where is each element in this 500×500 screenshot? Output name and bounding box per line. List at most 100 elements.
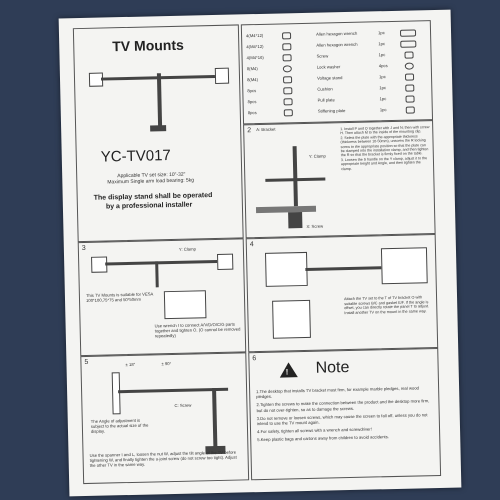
part-right-label: Lock washer (316, 64, 341, 70)
screw-icon (282, 43, 292, 51)
vesa-plate-detail (272, 299, 311, 339)
parts-list-panel: 4(M4*12) Allen hexagon wrench 1pc 4(M4*1… (240, 20, 434, 125)
angle-tilt: ± 18° (125, 361, 136, 368)
part-right-qty: 1pc (378, 74, 386, 80)
stand-icon (404, 73, 415, 81)
step-3-panel: 3 Y: Clamp This TV Mounts is suitable fo… (77, 238, 247, 357)
clamp (288, 212, 303, 229)
washer-icon (404, 62, 414, 70)
model-number: YC-TV017 (100, 147, 171, 166)
step-number: 3 (81, 244, 86, 253)
vesa-plate-right (217, 253, 234, 270)
part-left-label: 8pcs (247, 99, 257, 105)
step-5-panel: 5 ± 18° ± 90° C: Screw The Angle of adju… (80, 352, 250, 485)
part-left-label: 4(M4*16) (246, 54, 264, 61)
step-number: 4 (249, 241, 254, 249)
screw-icon (282, 54, 292, 62)
tilt-illustration (111, 365, 244, 458)
pole (292, 146, 298, 207)
part-right-label: Allen hexagon wrench (316, 41, 358, 48)
tv-screen-left (264, 251, 308, 287)
note-heading: Note (315, 359, 350, 377)
step-4-panel: 4 Attach the TV set to the T of TV brack… (245, 234, 439, 353)
parts-rows: 4(M4*12) Allen hexagon wrench 1pc 4(M4*1… (246, 27, 430, 119)
angle-swivel: ± 90° (161, 361, 172, 367)
note-item: 1.The desktop that installs TV bracket m… (256, 385, 420, 400)
tv-side (111, 372, 121, 415)
spacer-icon (283, 98, 293, 106)
step-2-text: 1. Install P and Q together with J and N… (340, 125, 430, 171)
warning-triangle-inner: ! (285, 367, 289, 377)
label-bracket: A: Bracket (256, 126, 276, 133)
part-right-qty: 1pc (379, 96, 387, 102)
clamp-illustration (254, 137, 336, 235)
part-left-label: 4(M4*12) (246, 43, 264, 50)
warning-triangle-icon (279, 362, 298, 378)
joint-detail (163, 290, 207, 320)
page-title: TV Mounts (112, 36, 184, 55)
step-5-adjust-text: Use the spanner I and L, loosen the nut … (89, 449, 237, 469)
step-4-text: Attach the TV set to the T of TV bracket… (344, 295, 430, 315)
step-number: 2 (247, 127, 252, 135)
note-item: 5.Keep plastic bags and cartons away fro… (257, 434, 390, 443)
note-item: 2.Tighten the screws to make the connect… (256, 398, 430, 413)
pole (156, 73, 163, 128)
arm (105, 259, 218, 266)
tv-screen-right (380, 247, 428, 285)
wrench-icon (400, 40, 417, 48)
screw-icon (404, 51, 414, 59)
part-right-label: Stiffening plate (317, 108, 346, 114)
part-right-qty: 1pc (378, 41, 386, 47)
step-3-wrench-text: Use wrench I to connect A/V/D/O/C/G part… (154, 321, 241, 339)
washer-icon (282, 65, 292, 73)
pole (155, 261, 159, 288)
screw-icon (282, 32, 292, 40)
warning-line-2: by a professional installer (105, 201, 193, 211)
spec-load: Maximum Single arm load bearing: 5kg (107, 177, 195, 186)
part-left-label: 8pcs (247, 88, 257, 94)
wrench-icon (399, 29, 417, 37)
part-right-label: Screw (316, 53, 329, 59)
step-3-vesa-text: This TV Mounts is suitable for VESA 100*… (85, 291, 154, 304)
label-clamp: Y: Clamp (308, 153, 326, 159)
part-left-label: 8pcs (247, 110, 257, 116)
step-6-panel: 6 ! Note 1.The desktop that installs TV … (248, 347, 442, 481)
plate-icon (405, 95, 415, 103)
part-right-label: Pull plate (317, 97, 335, 103)
step-2-panel: 2 A: Bracket Y: Clamp X: Screw 1. Instal… (243, 120, 436, 239)
spacer-icon (283, 109, 293, 117)
pole (212, 388, 218, 449)
nut-icon (283, 76, 293, 84)
arm-right (158, 74, 216, 80)
vesa-plate-right (214, 67, 230, 84)
label-screw: C: Screw (174, 402, 192, 408)
instruction-sheet: TV Mounts YC-TV017 Applicable TV set siz… (58, 9, 462, 497)
arm-left (100, 76, 160, 81)
step-number: 5 (84, 358, 89, 367)
desk-edge (255, 205, 317, 214)
part-left-label: 4(M4*12) (246, 32, 264, 39)
plate-icon (405, 106, 415, 114)
part-right-qty: 1pc (377, 30, 385, 36)
note-item: 3.Do not remove or loosen screws, which … (256, 412, 428, 427)
part-right-qty: 1pc (379, 107, 387, 113)
part-right-label: Voltage stand (316, 75, 343, 81)
part-right-qty: 1pc (378, 52, 386, 58)
title-panel: TV Mounts YC-TV017 Applicable TV set siz… (72, 24, 244, 243)
spacer-icon (283, 87, 293, 95)
part-right-qty: 4pcs (378, 63, 388, 69)
part-right-label: Cushion (317, 86, 333, 92)
arm-illustration (91, 249, 242, 292)
arm (305, 266, 382, 271)
warning-line-1: The display stand shall be operated (93, 192, 213, 202)
part-left-label: 8(M4) (247, 77, 259, 83)
step-number: 6 (252, 355, 257, 363)
notes-list: 1.The desktop that installs TV bracket m… (256, 385, 435, 446)
step-5-angle-text: The Angle of adjustment is subject to th… (90, 417, 149, 435)
part-right-qty: 1pc (379, 85, 387, 91)
clamp (150, 125, 167, 132)
part-left-label: 8(M4) (246, 66, 258, 72)
label-screw: X: Screw (306, 223, 324, 229)
cushion-icon (405, 84, 415, 92)
mount-illustration (88, 64, 231, 137)
